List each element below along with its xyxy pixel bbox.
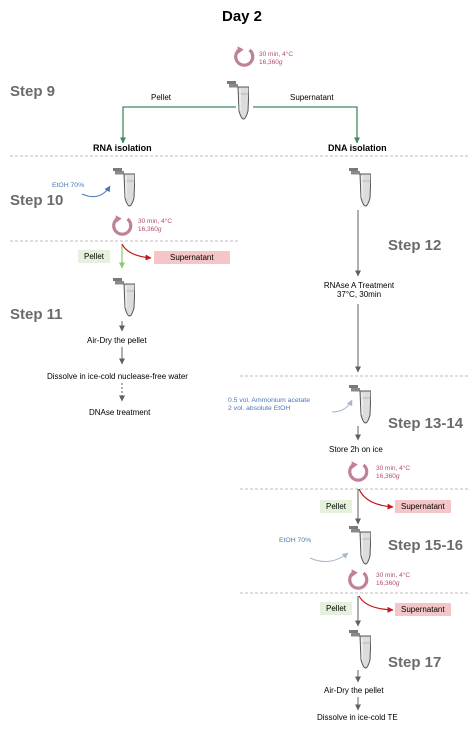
pellet-box: Pellet bbox=[78, 250, 111, 263]
arrow-supernatant bbox=[121, 243, 152, 261]
centrifuge-label: 30 min, 4°C 16,360g bbox=[138, 218, 173, 233]
step-12-label: Step 12 bbox=[388, 237, 442, 254]
tube-icon bbox=[349, 385, 371, 424]
dissolve-text: Dissolve in ice-cold nuclease-free water bbox=[47, 372, 188, 381]
step-13-14-label: Step 13-14 bbox=[388, 415, 464, 432]
rna-isolation-header: RNA isolation bbox=[93, 143, 152, 153]
etoh-arrow bbox=[309, 552, 349, 563]
reagent-arrow bbox=[331, 399, 353, 413]
centrifuge-speed: 16,360g bbox=[259, 59, 283, 66]
step-9-label: Step 9 bbox=[10, 83, 56, 100]
centrifuge-label: 30 min, 4°C 16,360g bbox=[259, 51, 293, 67]
rnase-text: RNAse A Treatment 37°C, 30min bbox=[323, 281, 395, 299]
centrifuge-label: 30 min, 4°C 16,360g bbox=[376, 572, 411, 587]
tube-icon bbox=[349, 526, 371, 565]
etoh-label: EtOH 70% bbox=[279, 537, 312, 544]
dissolve-text: Dissolve in ice-cold TE bbox=[317, 713, 398, 722]
tube-icon bbox=[349, 168, 371, 207]
tube-icon bbox=[113, 168, 135, 207]
dna-isolation-header: DNA isolation bbox=[328, 143, 387, 153]
arrow-to-dna bbox=[253, 106, 360, 144]
store-text: Store 2h on ice bbox=[329, 445, 383, 454]
centrifuge-time: 30 min, 4°C bbox=[259, 51, 294, 58]
pellet-label: Pellet bbox=[151, 93, 172, 102]
etoh-label: EtOH 70% bbox=[52, 182, 85, 189]
pellet-box: Pellet bbox=[320, 500, 353, 513]
centrifuge-icon bbox=[348, 460, 369, 482]
step-10-label: Step 10 bbox=[10, 192, 64, 209]
arrow-supernatant bbox=[358, 595, 394, 613]
dnase-text: DNAse treatment bbox=[89, 408, 151, 417]
arrow-to-rna bbox=[120, 106, 236, 144]
etoh-arrow bbox=[81, 185, 111, 198]
separators bbox=[10, 155, 468, 594]
tube-icon bbox=[227, 81, 249, 120]
centrifuge-label: 30 min, 4°C 16,360g bbox=[376, 465, 411, 480]
centrifuge-icon bbox=[234, 45, 255, 67]
page-title: Day 2 bbox=[222, 8, 263, 25]
airdry-text: Air-Dry the pellet bbox=[324, 686, 384, 695]
supernatant-box: Supernatant bbox=[154, 251, 230, 264]
pellet-box: Pellet bbox=[320, 602, 353, 615]
step-11-label: Step 11 bbox=[10, 306, 63, 323]
ammonium-text: 0.5 vol. Ammonium acetate 2 vol. absolut… bbox=[228, 397, 310, 412]
step-15-16-label: Step 15-16 bbox=[388, 537, 464, 554]
centrifuge-icon bbox=[112, 214, 133, 236]
supernatant-box: Supernatant bbox=[395, 500, 451, 513]
supernatant-box: Supernatant bbox=[395, 603, 451, 616]
centrifuge-icon bbox=[348, 568, 369, 590]
step-17-label: Step 17 bbox=[388, 654, 442, 671]
arrow-supernatant bbox=[358, 488, 394, 510]
tube-icon bbox=[113, 278, 135, 317]
airdry-text: Air-Dry the pellet bbox=[87, 336, 147, 345]
supernatant-label: Supernatant bbox=[290, 93, 334, 102]
tube-icon bbox=[349, 630, 371, 669]
